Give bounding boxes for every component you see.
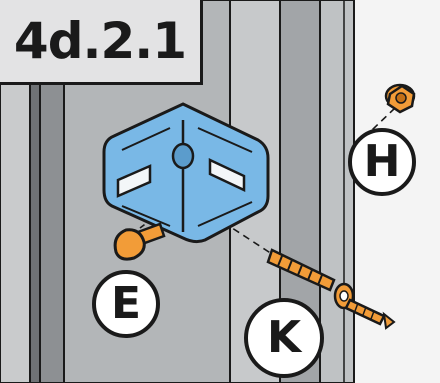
callout-k: K — [244, 298, 324, 378]
step-number-box: 4d.2.1 — [0, 0, 203, 85]
callout-h: H — [348, 128, 416, 196]
left-frame-column — [0, 80, 64, 383]
callout-h-label: H — [364, 140, 401, 184]
callout-k-label: K — [267, 316, 301, 360]
step-number: 4d.2.1 — [14, 12, 186, 70]
callout-e-label: E — [111, 282, 141, 326]
callout-e: E — [92, 270, 160, 338]
